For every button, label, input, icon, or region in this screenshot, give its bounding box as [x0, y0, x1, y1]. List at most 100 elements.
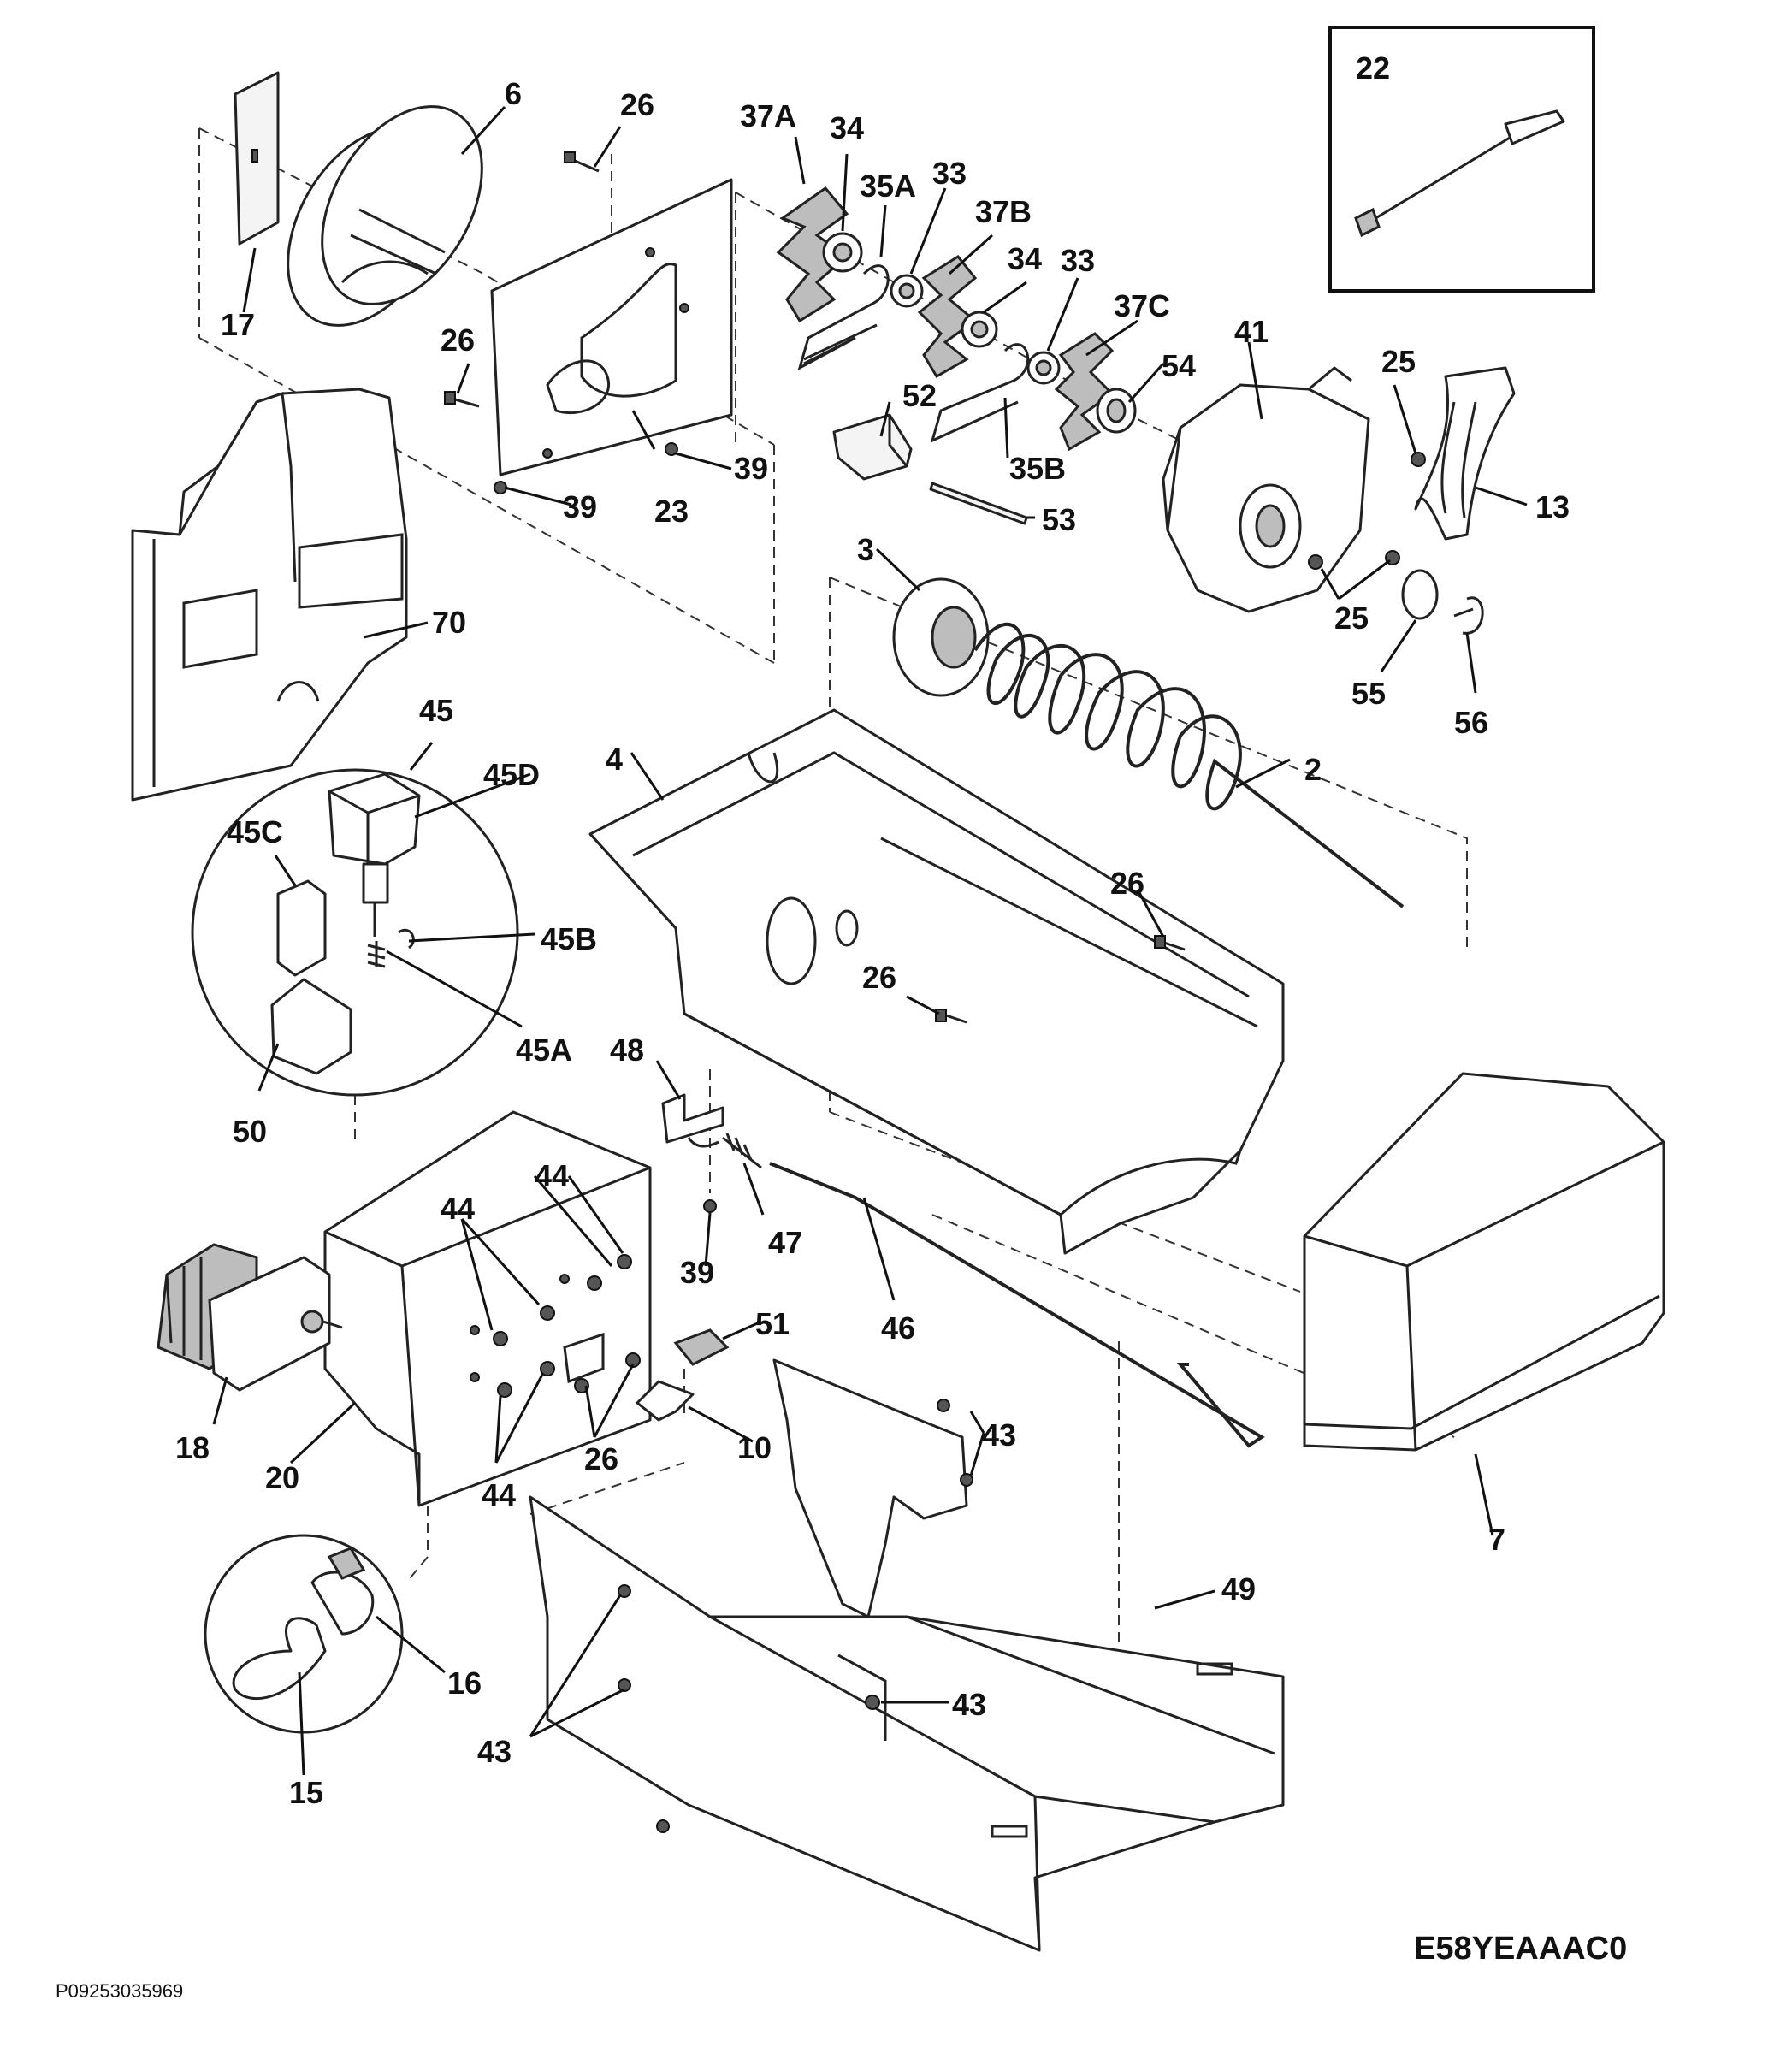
label-39: 39	[680, 1255, 714, 1290]
part-35A-spring-arm	[797, 264, 890, 371]
part-39-screw-a	[494, 481, 507, 494]
label-4: 4	[606, 742, 623, 777]
label-3: 3	[857, 532, 874, 567]
part-33-washer-b	[1026, 351, 1061, 385]
label-34: 34	[1008, 241, 1042, 276]
label-20: 20	[265, 1460, 299, 1495]
part-53-pin	[929, 482, 1028, 525]
part-18-motor	[157, 1243, 343, 1392]
label-35B: 35B	[1009, 451, 1066, 486]
part-3-auger-bearing	[892, 577, 990, 697]
label-45B: 45B	[541, 921, 597, 956]
label-43: 43	[982, 1417, 1016, 1452]
part-26-screw-top	[564, 151, 600, 173]
label-45: 45	[419, 693, 453, 728]
part-37C-spring-bracket	[1054, 332, 1115, 452]
part-15-16-lamp-inset	[204, 1534, 404, 1734]
label-54: 54	[1162, 348, 1196, 383]
part-51-cam	[673, 1328, 730, 1366]
label-26: 26	[1110, 866, 1144, 901]
part-43-bracket-upper	[772, 1358, 973, 1618]
label-49: 49	[1221, 1571, 1256, 1606]
part-47-spring	[687, 1133, 762, 1169]
part-41-housing	[1162, 366, 1370, 613]
label-53: 53	[1042, 502, 1076, 537]
label-56: 56	[1454, 705, 1488, 740]
label-10: 10	[737, 1430, 772, 1465]
part-39-screw-b	[665, 442, 678, 456]
label-34: 34	[830, 110, 864, 145]
label-44: 44	[535, 1158, 569, 1193]
part-4-ice-bin	[588, 708, 1285, 1255]
label-37B: 37B	[975, 194, 1032, 229]
label-43: 43	[952, 1687, 986, 1722]
part-25-screw-b	[1308, 554, 1323, 570]
label-37C: 37C	[1114, 288, 1170, 323]
part-6-auger-drum	[287, 105, 483, 327]
label-6: 6	[505, 76, 522, 111]
label-2: 2	[1304, 752, 1322, 787]
label-44: 44	[441, 1191, 475, 1226]
label-39: 39	[563, 489, 597, 524]
label-16: 16	[447, 1665, 482, 1701]
part-39-screw-c	[703, 1199, 717, 1213]
part-45-inset	[191, 768, 519, 1097]
part-44-screws	[493, 1254, 641, 1398]
part-35B-spring-arm	[930, 343, 1030, 443]
catalog-number: P09253035969	[56, 1980, 183, 2002]
part-26-screw-bin-b	[935, 1009, 967, 1024]
label-55: 55	[1351, 676, 1386, 711]
label-25: 25	[1334, 601, 1369, 636]
label-25: 25	[1381, 344, 1416, 379]
part-55-ring	[1401, 569, 1439, 620]
label-37A: 37A	[740, 98, 796, 133]
label-48: 48	[610, 1032, 644, 1068]
part-34-bearing-a	[822, 232, 863, 273]
leader-lines	[212, 105, 1528, 1776]
part-2-auger-coil	[973, 622, 1405, 908]
label-26: 26	[862, 960, 896, 995]
label-46: 46	[881, 1310, 915, 1346]
label-43: 43	[477, 1734, 512, 1769]
part-52-switch-block	[832, 413, 913, 481]
part-48-bracket	[661, 1093, 724, 1144]
label-26: 26	[584, 1441, 618, 1476]
label-18: 18	[175, 1430, 210, 1465]
part-46-rod	[769, 1162, 1265, 1448]
label-45A: 45A	[516, 1032, 572, 1068]
label-39: 39	[734, 451, 768, 486]
inset-label-22: 22	[1356, 50, 1390, 86]
part-26-screw-bin-a	[1154, 935, 1186, 951]
part-70-bracket	[131, 388, 408, 802]
label-26: 26	[620, 87, 654, 122]
label-45C: 45C	[227, 814, 283, 849]
part-37B-spring-bracket	[917, 255, 978, 379]
label-45D: 45D	[483, 757, 540, 792]
part-13-deflector	[1414, 366, 1516, 541]
label-15: 15	[289, 1775, 323, 1810]
label-17: 17	[221, 307, 255, 342]
part-22-inset	[1328, 26, 1595, 293]
label-41: 41	[1234, 314, 1269, 349]
label-44: 44	[482, 1477, 516, 1512]
part-34-bearing-b	[961, 311, 998, 348]
part-20-motor-bracket	[323, 1110, 652, 1507]
label-26: 26	[441, 322, 475, 358]
part-33-washer-a	[890, 274, 924, 308]
reference-code: E58YEAAAC0	[1414, 1931, 1627, 1967]
label-33: 33	[932, 156, 967, 191]
label-51: 51	[755, 1306, 790, 1341]
part-25-screw-a	[1411, 452, 1426, 467]
part-7-front-cover	[1303, 1072, 1665, 1452]
label-7: 7	[1488, 1522, 1505, 1557]
part-labels: 6 26 17 26 23 39 39 37A 34 35A 33 37B 34…	[175, 50, 1570, 1810]
label-23: 23	[654, 494, 689, 529]
label-33: 33	[1061, 243, 1095, 278]
part-54-bushing	[1096, 388, 1137, 434]
label-70: 70	[432, 605, 466, 640]
label-52: 52	[902, 378, 937, 413]
label-13: 13	[1535, 489, 1570, 524]
label-50: 50	[233, 1114, 267, 1149]
label-47: 47	[768, 1225, 802, 1260]
